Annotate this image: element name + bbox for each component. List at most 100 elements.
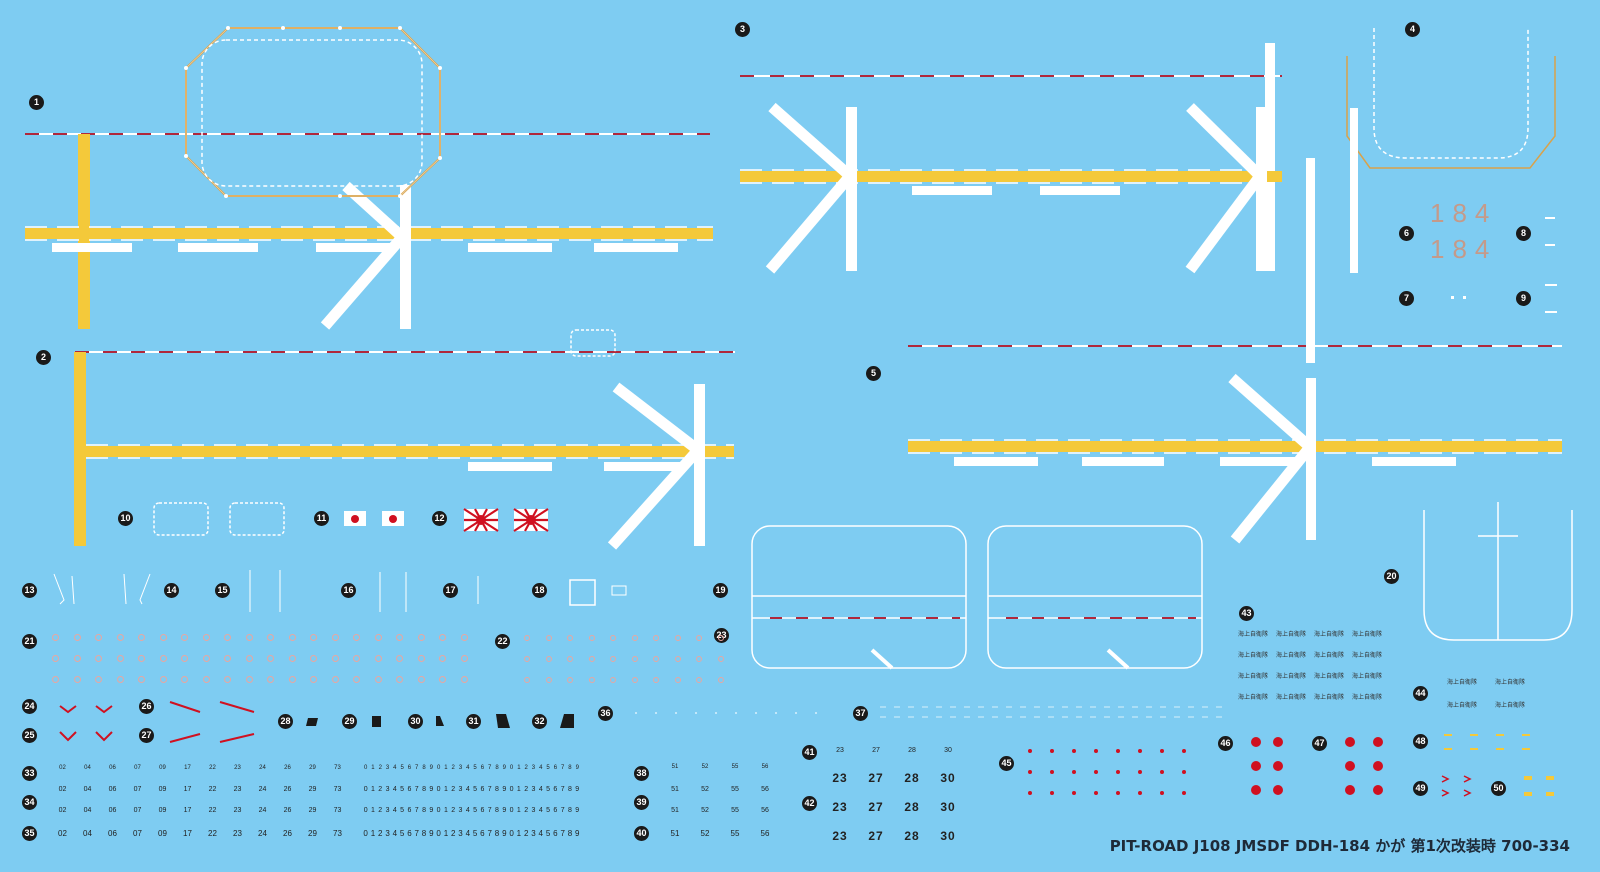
digit-cell: 7	[487, 786, 492, 793]
num-cell: 24	[259, 765, 266, 771]
dot-marking	[653, 656, 659, 662]
dot-marking	[95, 634, 102, 641]
decal-number-34: 34	[22, 795, 37, 810]
num-cell: 29	[308, 829, 317, 838]
decal-number-20: 20	[1384, 569, 1399, 584]
digit-cell: 7	[560, 807, 565, 814]
dot-marking	[95, 655, 102, 662]
aircraft-number-row-35: 02 04 06 07 09 17 22 23 24 26 29 73	[50, 829, 350, 838]
dot-marking	[374, 676, 382, 683]
digit-cell: 4	[465, 786, 470, 793]
digit-cell: 2	[524, 786, 529, 793]
num-cell: 55	[730, 829, 740, 838]
digit-cell: 1	[370, 786, 375, 793]
dot-marking	[396, 655, 403, 662]
digit-cell: 9	[575, 786, 580, 793]
decal-number-38: 38	[634, 766, 649, 781]
dot-marking	[267, 676, 274, 683]
num-cell: 17	[184, 765, 191, 771]
dot-marking	[674, 677, 681, 683]
decal-number-29: 29	[342, 714, 357, 729]
dot-marking	[545, 635, 552, 641]
digit-cell: 5	[399, 829, 405, 838]
bow-outline-4	[1346, 28, 1556, 273]
digit-cell: 4	[393, 765, 397, 771]
dot-marking	[567, 677, 573, 683]
decal-number-4: 4	[1405, 22, 1420, 37]
decal-number-39: 39	[634, 795, 649, 810]
digit-cell: 4	[538, 807, 543, 814]
num-cell: 30	[940, 829, 956, 843]
dot-marking	[674, 635, 681, 641]
jmsdf-text-43: 海上自衛隊	[1314, 673, 1345, 680]
digit-cell: 3	[531, 765, 536, 771]
num-cell: 07	[133, 829, 142, 838]
dot-marking	[588, 656, 595, 662]
digit-cell: 0	[363, 807, 368, 814]
jmsdf-text-43: 海上自衛隊	[1314, 652, 1345, 659]
decal-number-45: 45	[999, 756, 1014, 771]
digit-cell: 0	[509, 765, 514, 771]
dot-marking	[52, 655, 59, 662]
digit-cell: 1	[516, 829, 522, 838]
dot-marking	[396, 634, 403, 641]
decal-number-15: 15	[215, 583, 230, 598]
hinomaru-flag-icon	[344, 511, 366, 526]
num-cell: 30	[944, 747, 952, 754]
num-cell: 17	[183, 807, 192, 814]
digit-cell: 8	[495, 807, 499, 814]
num-cell: 07	[134, 765, 141, 771]
num-cell: 23	[832, 771, 848, 785]
digit-cell: 0	[436, 786, 441, 793]
jmsdf-text-43: 海上自衛隊	[1352, 631, 1383, 638]
digit-cell: 5	[400, 807, 405, 814]
dot-marking	[95, 676, 102, 683]
digit-cell: 7	[487, 829, 492, 838]
decal-number-32: 32	[532, 714, 547, 729]
num-cell: 27	[868, 800, 884, 814]
decal-number-28: 28	[278, 714, 293, 729]
digit-cell: 3	[458, 807, 463, 814]
decal-number-8: 8	[1516, 226, 1531, 241]
digit-cell: 4	[465, 807, 470, 814]
digit-cell: 0	[509, 807, 514, 814]
digit-cell: 7	[414, 829, 419, 838]
digit-cell: 4	[538, 786, 543, 793]
num-cell: 26	[283, 829, 292, 838]
digit-cell: 6	[480, 765, 485, 771]
deck-number-row-41b: 23 27 28 30	[822, 771, 966, 785]
digit-cell: 5	[546, 786, 551, 793]
digit-cell: 7	[560, 786, 565, 793]
num-cell: 02	[58, 829, 67, 838]
digit-cell: 8	[495, 786, 499, 793]
num-cell: 73	[333, 786, 342, 793]
num-cell: 23	[836, 747, 844, 754]
digit-cell: 1	[516, 807, 521, 814]
digit-cell: 1	[516, 786, 521, 793]
dot-marking	[439, 676, 446, 683]
jmsdf-text-43: 海上自衛隊	[1276, 631, 1307, 638]
num-cell: 23	[233, 829, 242, 838]
decal-number-19: 19	[713, 583, 728, 598]
decal-number-22: 22	[495, 634, 510, 649]
dot-marking	[610, 677, 616, 683]
digit-cell: 1	[517, 765, 521, 771]
dot-marking	[159, 655, 167, 662]
deck-number-row-42: 23 27 28 30	[822, 800, 966, 814]
num-cell: 24	[258, 786, 267, 793]
num-cell: 06	[108, 786, 117, 793]
num-cell: 56	[761, 786, 769, 793]
dot-marking	[631, 677, 638, 683]
decal-number-17: 17	[443, 583, 458, 598]
dot-marking	[181, 655, 188, 662]
dot-marking	[224, 676, 231, 683]
digit-cell: 9	[429, 807, 434, 814]
num-cell: 28	[908, 747, 916, 754]
num-cell: 22	[208, 829, 217, 838]
digit-cell: 6	[553, 829, 558, 838]
jmsdf-text-43: 海上自衛隊	[1238, 673, 1269, 680]
dot-marking	[653, 635, 659, 641]
digit-cell: 2	[450, 829, 456, 838]
num-cell: 26	[284, 765, 291, 771]
